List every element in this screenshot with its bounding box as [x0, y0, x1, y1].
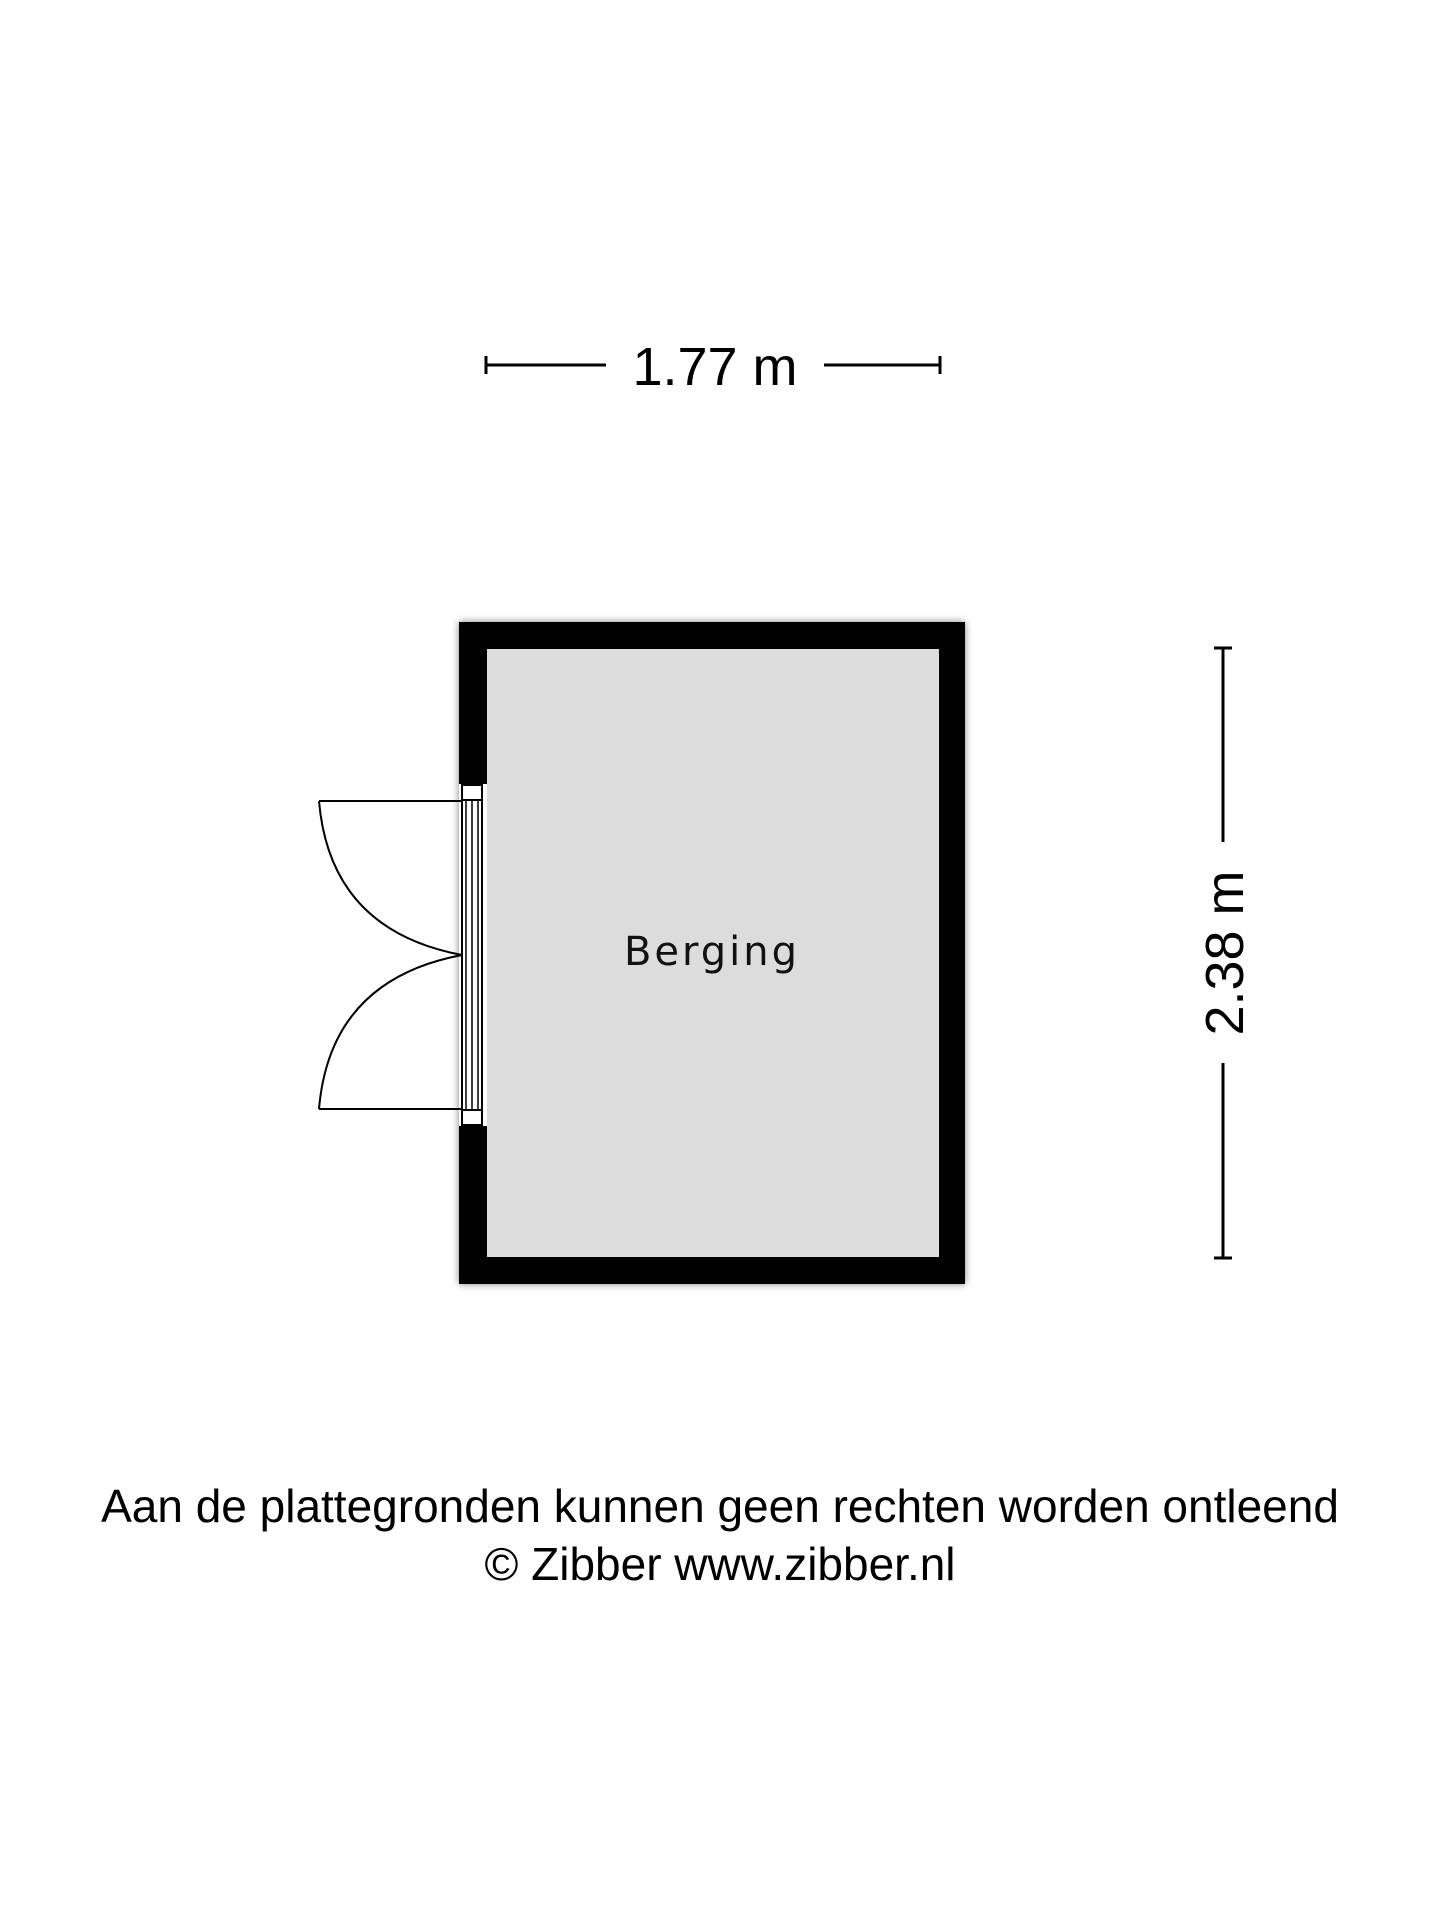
double-door — [318, 800, 463, 1110]
door-jamb-top — [461, 784, 483, 801]
room-label: Berging — [624, 929, 800, 975]
door-swing-arc-top — [318, 800, 463, 956]
height-dimension: 2.38 m — [1195, 646, 1255, 1260]
disclaimer-text: Aan de plattegronden kunnen geen rechten… — [101, 1480, 1339, 1532]
door-jamb-bottom — [461, 1109, 483, 1126]
width-label: 1.77 m — [632, 337, 797, 397]
height-label: 2.38 m — [1195, 870, 1255, 1035]
door-swing-arc-bottom — [318, 954, 463, 1110]
credit-text: © Zibber www.zibber.nl — [484, 1538, 956, 1590]
room-floor — [487, 649, 939, 1257]
width-dimension: 1.77 m — [484, 337, 942, 397]
room-berging: Berging — [459, 622, 965, 1284]
